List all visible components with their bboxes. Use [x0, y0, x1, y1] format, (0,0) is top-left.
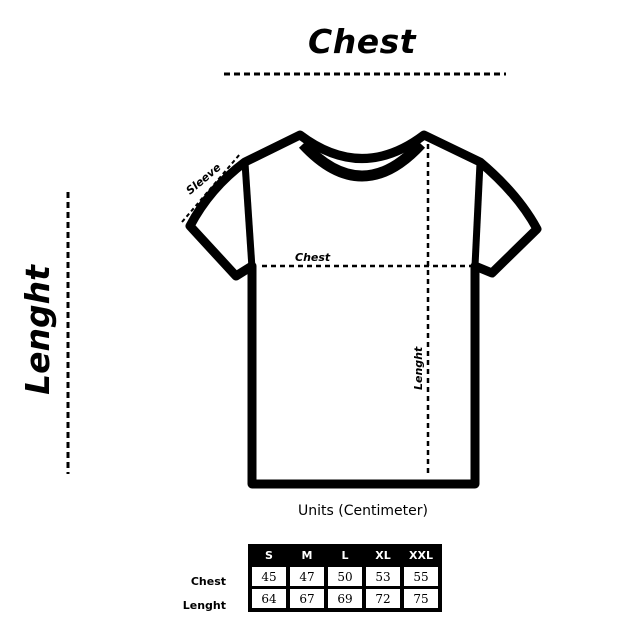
size-table-header-row: S M L XL XXL	[252, 547, 438, 564]
size-row-label-chest: Chest	[190, 575, 226, 588]
inner-chest-label: Chest	[295, 251, 331, 264]
top-chest-label: Chest	[307, 22, 416, 61]
tshirt-outline	[185, 130, 542, 489]
size-cell: 72	[366, 589, 400, 608]
size-header: S	[265, 549, 273, 562]
size-table: S M L XL XXL 45 47 50 53 55 64 67 69 72 …	[248, 544, 442, 612]
size-cell: 69	[328, 589, 362, 608]
size-cell: 53	[366, 567, 400, 586]
size-cell: 67	[290, 589, 324, 608]
right-sleeve-seam	[471, 162, 484, 267]
size-cell: 47	[290, 567, 324, 586]
inner-length-label: Lenght	[412, 346, 425, 390]
size-cell: 75	[404, 589, 438, 608]
size-header: XXL	[409, 549, 433, 562]
size-cell: 45	[252, 567, 286, 586]
sleeve-dashed-line	[181, 153, 241, 223]
size-row-label-length: Lenght	[182, 599, 226, 612]
size-cell: 64	[252, 589, 286, 608]
size-header: M	[301, 549, 313, 562]
size-table-row-length: 64 67 69 72 75	[252, 589, 438, 608]
size-cell: 55	[404, 567, 438, 586]
size-cell: 50	[328, 567, 362, 586]
size-table-row-chest: 45 47 50 53 55	[252, 567, 438, 586]
units-label: Units (Centimeter)	[298, 503, 428, 519]
size-header: XL	[375, 549, 391, 562]
tshirt-collar	[298, 140, 426, 182]
size-header: L	[341, 549, 349, 562]
left-sleeve-seam	[241, 162, 256, 269]
